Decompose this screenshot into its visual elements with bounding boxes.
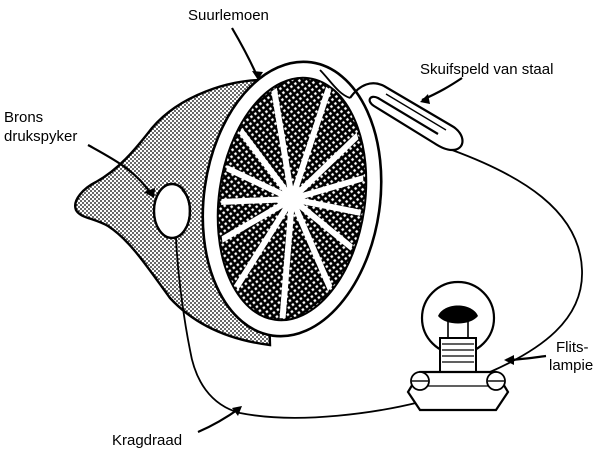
label-lemon: Suurlemoen — [188, 7, 269, 24]
steel-paperclip — [349, 82, 464, 152]
leader-tack — [87, 144, 153, 196]
label-bulb-line2: lampie — [549, 357, 593, 374]
segment-divider — [290, 196, 379, 297]
label-tack-line1: Brons — [4, 109, 43, 126]
brass-tack — [152, 182, 192, 240]
wire-lemon-to-paperclip — [319, 69, 351, 99]
leader-lemon — [231, 27, 260, 79]
segment-divider — [205, 196, 294, 277]
leader-wire — [197, 407, 241, 434]
label-bulb-line1: Flits- — [556, 339, 589, 356]
label-wire: Kragdraad — [112, 432, 182, 449]
label-tack-line2: drukspyker — [4, 128, 77, 145]
label-paperclip: Skuifspeld van staal — [420, 61, 553, 78]
copper-wire — [175, 237, 421, 419]
segment-divider — [289, 92, 379, 202]
arrowheads — [144, 71, 514, 416]
flashlight-bulb — [406, 280, 510, 412]
wire-paperclip-to-bulb — [451, 149, 583, 373]
